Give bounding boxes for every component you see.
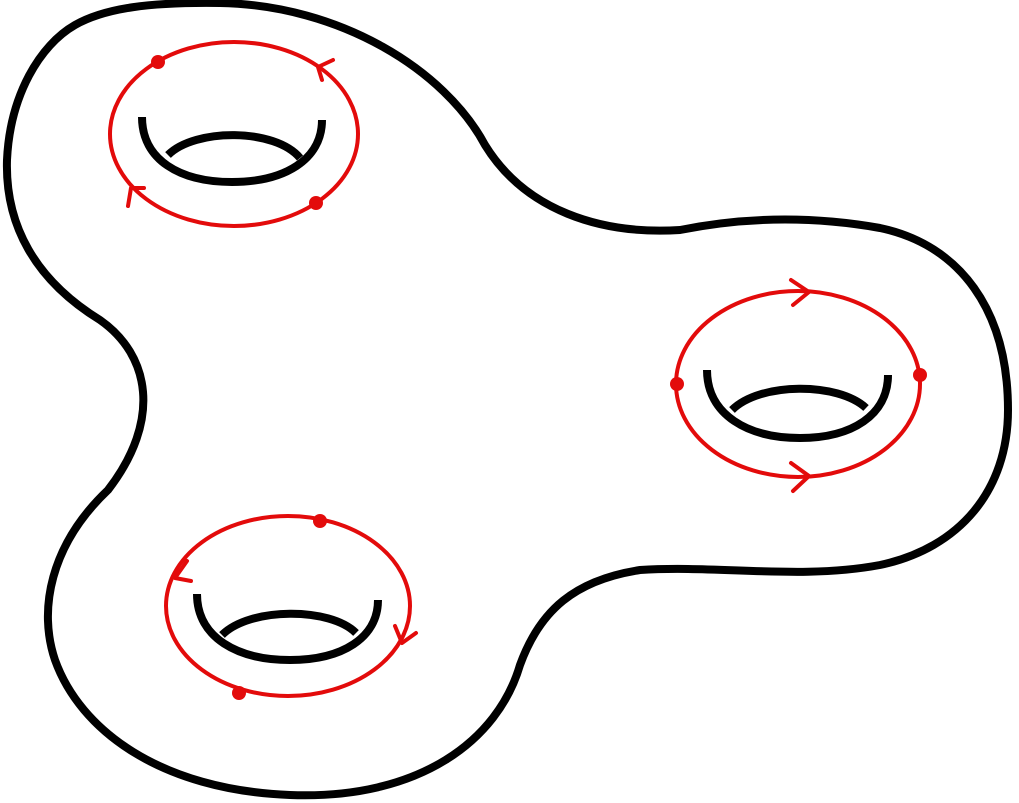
loop-top-left-marker-upper	[151, 55, 165, 69]
loop-bottom-left-arrow-right	[393, 624, 418, 645]
hole-right-lower-rim	[729, 384, 869, 414]
loop-bottom-left-curve	[164, 514, 412, 698]
loop-top-left-curve	[108, 40, 360, 228]
loop-bottom-left-arrow-left	[173, 559, 193, 583]
loop-bottom-left-marker-top	[313, 514, 327, 528]
loop-top-left-arrow-upper	[316, 58, 335, 82]
hole-bottom-left	[193, 593, 382, 665]
hole-right	[703, 369, 892, 443]
hole-top-left	[138, 116, 326, 187]
hole-top-left-lower-rim	[165, 131, 304, 161]
loop-right-arrow-upper	[789, 278, 811, 307]
loop-right-marker-left	[670, 377, 684, 391]
loop-bottom-left	[164, 514, 418, 698]
loop-right-marker-right	[913, 368, 927, 382]
hole-right-upper-rim	[703, 369, 892, 443]
loop-top-left-marker-lower	[309, 196, 323, 210]
loop-bottom-left-marker-bottom	[232, 686, 246, 700]
loop-top-left	[108, 40, 360, 228]
hole-bottom-left-lower-rim	[219, 609, 359, 639]
hole-top-left-upper-rim	[138, 116, 326, 187]
loop-top-left-arrow-lower	[126, 186, 146, 208]
loop-right-arrow-lower	[789, 461, 811, 493]
hole-bottom-left-upper-rim	[193, 593, 382, 665]
